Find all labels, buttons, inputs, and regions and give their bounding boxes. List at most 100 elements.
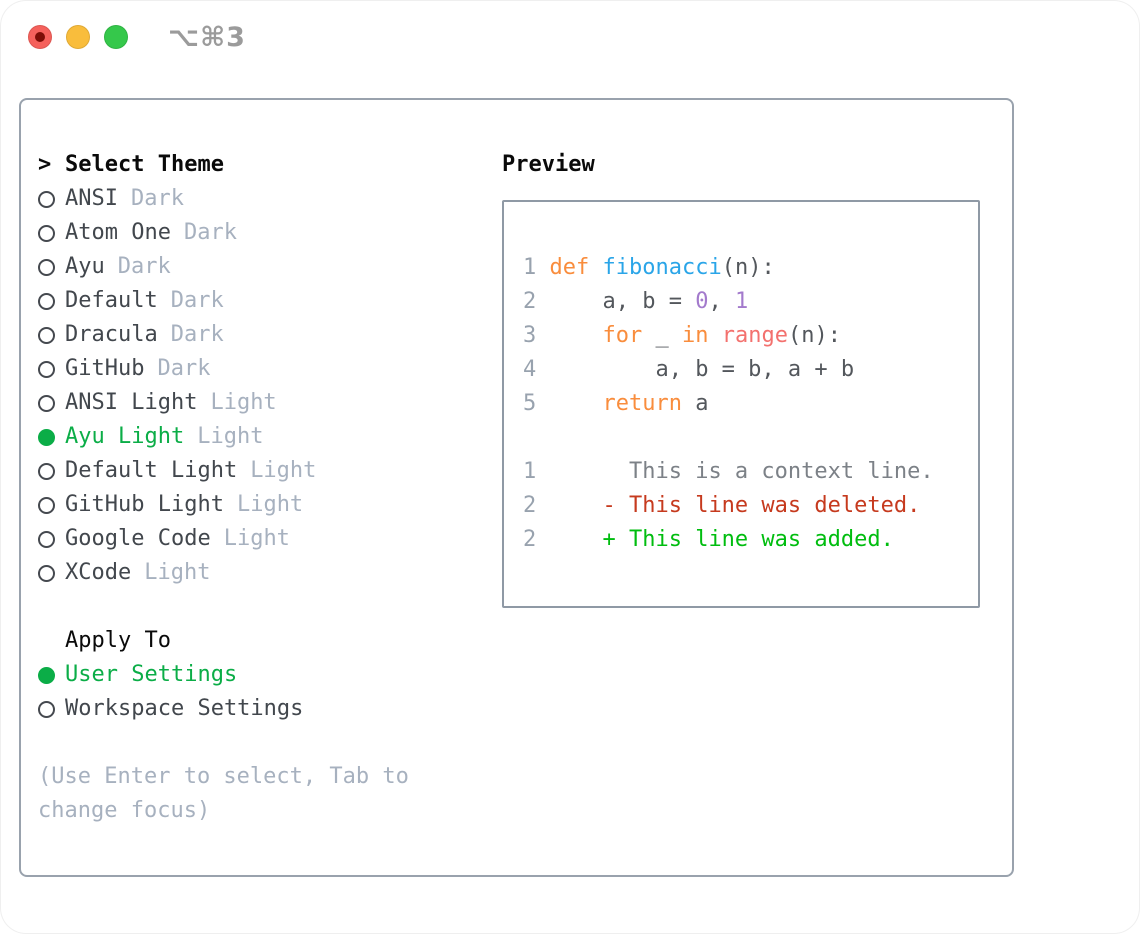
code-token-plain: _ <box>642 323 682 348</box>
code-token-gutter: 2 <box>523 527 550 552</box>
theme-name: Default Light <box>65 458 238 483</box>
code-token-gutter: 2 <box>523 493 550 518</box>
theme-badge: Light <box>197 424 264 449</box>
radio-icon <box>38 462 55 480</box>
code-token-keyword: def <box>549 255 590 280</box>
code-token-gutter: 2 <box>523 289 550 314</box>
theme-item-atom-one[interactable]: Atom One Dark <box>38 216 458 250</box>
radio-icon <box>38 496 55 514</box>
code-line: 1 This is a context line. <box>523 455 978 489</box>
code-token-keyword: return <box>602 391 682 416</box>
radio-selected-icon <box>38 428 55 446</box>
select-theme-heading: > Select Theme <box>38 148 458 182</box>
radio-icon <box>38 564 55 582</box>
code-line: 2 - This line was deleted. <box>523 489 978 523</box>
select-theme-title: Select Theme <box>65 152 224 177</box>
code-token-context: This is a context line. <box>549 459 934 484</box>
code-token-gutter: 4 <box>523 357 550 382</box>
code-token-function: fibonacci <box>602 255 722 280</box>
preview-column: Preview 1 def fibonacci(n):2 a, b = 0, 1… <box>502 148 980 608</box>
theme-badge: Dark <box>157 356 211 381</box>
titlebar: ⌥⌘3 <box>0 0 1140 75</box>
zoom-button[interactable] <box>104 25 128 49</box>
code-token-gutter: 3 <box>523 323 550 348</box>
code-token-deleted: - This line was deleted. <box>549 493 921 518</box>
apply-to-heading: Apply To <box>38 624 458 658</box>
theme-badge: Light <box>250 458 317 483</box>
code-token-plain <box>550 391 603 416</box>
radio-icon <box>38 530 55 548</box>
preview-title: Preview <box>502 152 595 177</box>
code-token-plain: (n): <box>721 255 775 280</box>
theme-name: XCode <box>65 560 132 585</box>
code-token-plain <box>708 323 721 348</box>
theme-item-ayu-light[interactable]: Ayu Light Light <box>38 420 458 454</box>
theme-badge: Dark <box>170 322 224 347</box>
code-token-keyword: for <box>602 323 643 348</box>
code-token-keyword: in <box>681 323 709 348</box>
theme-name: ANSI <box>65 186 118 211</box>
theme-name: Atom One <box>65 220 171 245</box>
apply-option-label: User Settings <box>65 662 238 687</box>
theme-badge: Light <box>210 390 277 415</box>
theme-item-dracula[interactable]: Dracula Dark <box>38 318 458 352</box>
theme-item-xcode[interactable]: XCode Light <box>38 556 458 590</box>
theme-item-ansi[interactable]: ANSI Dark <box>38 182 458 216</box>
code-token-gutter: 1 <box>523 459 550 484</box>
theme-badge: Dark <box>170 288 224 313</box>
radio-selected-icon <box>38 666 55 684</box>
theme-name: Dracula <box>65 322 158 347</box>
code-token-number: 0 <box>695 289 709 314</box>
code-line: 2 + This line was added. <box>523 523 978 557</box>
theme-name: ANSI Light <box>65 390 198 415</box>
window-shortcut-label: ⌥⌘3 <box>168 22 246 53</box>
code-token-added: + This line was added. <box>549 527 894 552</box>
radio-icon <box>38 394 55 412</box>
minimize-button[interactable] <box>66 25 90 49</box>
code-line: 4 a, b = b, a + b <box>523 353 978 387</box>
radio-icon <box>38 224 55 242</box>
code-token-plain: (n): <box>787 323 841 348</box>
radio-icon <box>38 700 55 718</box>
radio-icon <box>38 326 55 344</box>
theme-badge: Dark <box>130 186 184 211</box>
radio-icon <box>38 190 55 208</box>
close-button[interactable] <box>28 25 52 49</box>
theme-item-github-light[interactable]: GitHub Light Light <box>38 488 458 522</box>
radio-icon <box>38 258 55 276</box>
theme-badge: Dark <box>183 220 237 245</box>
code-line: 3 for _ in range(n): <box>523 319 978 353</box>
keyboard-hint: (Use Enter to select, Tab to change focu… <box>38 764 409 823</box>
apply-option-workspace-settings[interactable]: Workspace Settings <box>38 692 458 726</box>
theme-item-ayu[interactable]: Ayu Dark <box>38 250 458 284</box>
theme-name: GitHub Light <box>65 492 224 517</box>
record-dot-icon <box>35 32 45 42</box>
theme-badge: Dark <box>117 254 171 279</box>
code-token-gutter: 1 <box>523 255 550 280</box>
theme-badge: Light <box>236 492 304 517</box>
code-token-plain: a, b = b, a + b <box>549 357 855 382</box>
code-token-plain: a, b = <box>549 289 696 314</box>
theme-item-default-light[interactable]: Default Light Light <box>38 454 458 488</box>
radio-icon <box>38 360 55 378</box>
focus-caret-icon: > <box>38 152 52 177</box>
code-line: 2 a, b = 0, 1 <box>523 285 978 319</box>
code-token-builtin: range <box>721 323 788 348</box>
code-token-number: 1 <box>734 289 749 314</box>
theme-badge: Light <box>144 560 211 585</box>
theme-item-ansi-light[interactable]: ANSI Light Light <box>38 386 458 420</box>
code-token-plain: , <box>708 289 735 314</box>
code-token-plain: a <box>681 391 709 416</box>
theme-name: Ayu Light <box>65 424 185 449</box>
theme-name: Ayu <box>65 254 105 279</box>
apply-option-user-settings[interactable]: User Settings <box>38 658 458 692</box>
